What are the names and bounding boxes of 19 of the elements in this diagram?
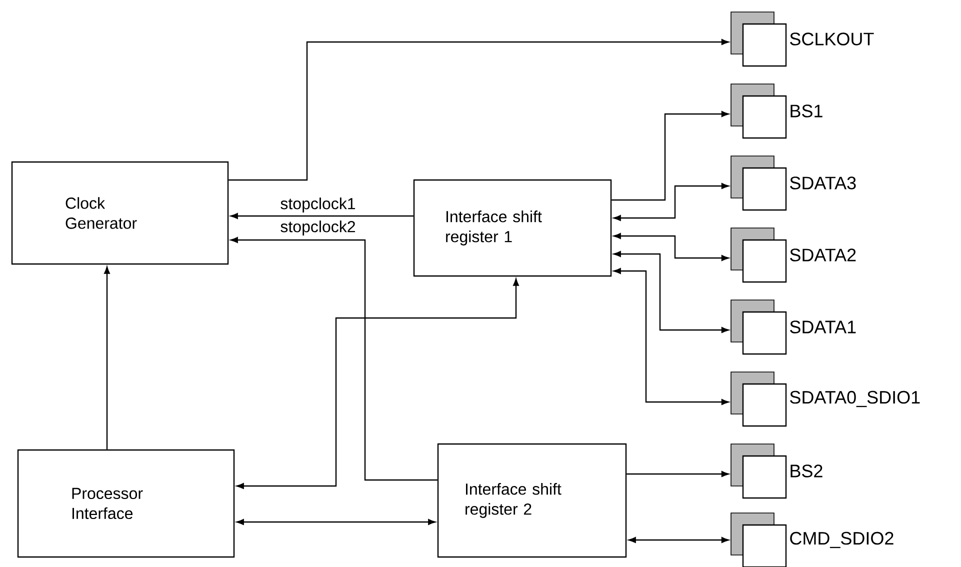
block-box: Clock Generator	[11, 161, 229, 265]
connector-arrow	[612, 111, 729, 201]
edge-label: stopclock1	[278, 196, 358, 214]
connector-arrow	[626, 471, 729, 477]
block-box: Processor Interface	[17, 449, 235, 558]
connector-arrow	[228, 39, 729, 181]
connector-arrow	[230, 237, 438, 481]
connector-arrow	[230, 213, 414, 219]
connector-arrow	[628, 537, 729, 543]
connector-arrow	[614, 183, 729, 221]
edge-label: stopclock2	[278, 219, 358, 237]
connector-arrow	[614, 251, 729, 333]
connector-arrow	[236, 519, 436, 525]
connector-arrow	[614, 268, 729, 405]
block-box: Interface shift register 2	[437, 443, 627, 558]
connector-arrow	[614, 233, 729, 261]
connector-arrow	[236, 278, 519, 489]
block-box: Interface shift register 1	[413, 179, 612, 277]
connector-arrow	[104, 266, 110, 450]
